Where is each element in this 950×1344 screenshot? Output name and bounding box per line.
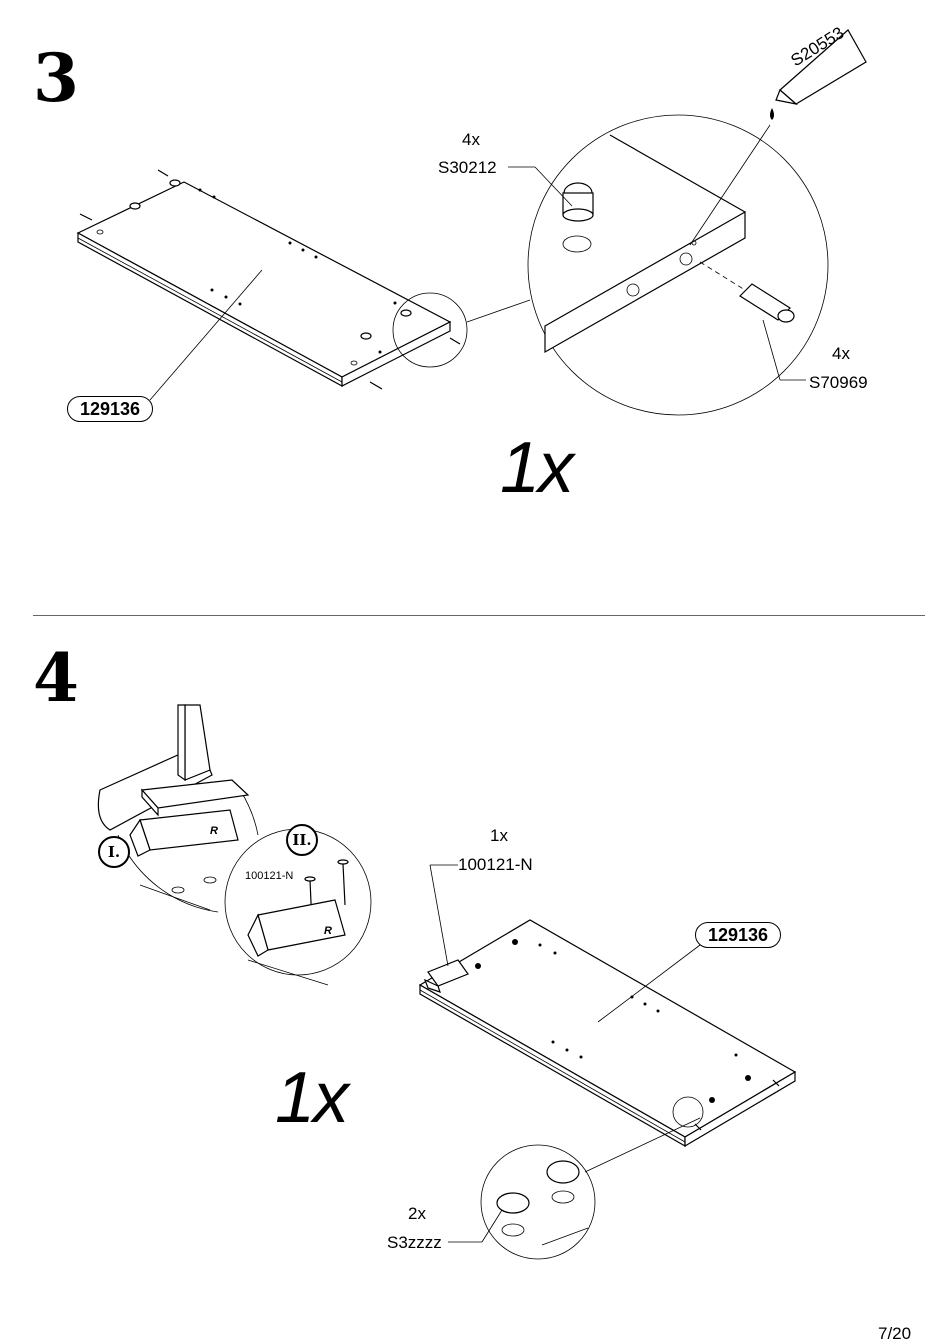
dowel-qty-label: 4x xyxy=(832,344,850,363)
step3-panel-drawing xyxy=(76,169,531,401)
cap-qty-label: 2x xyxy=(408,1204,426,1223)
step-divider xyxy=(33,615,925,616)
hinge-part-label: 100121-N xyxy=(458,855,533,874)
step3-zoom-detail xyxy=(508,29,867,416)
panel-part-badge: 129136 xyxy=(67,396,154,422)
hinge-qty-label: 1x xyxy=(490,826,508,845)
step4-hammer-detail xyxy=(97,704,259,913)
cam-part-label: S30212 xyxy=(438,158,497,177)
cap-part-label: S3zzzz xyxy=(387,1233,442,1252)
step-3-number: 3 xyxy=(33,39,79,117)
hinge-mark-one: R xyxy=(210,825,218,837)
hinge-mark-two: R xyxy=(324,925,332,937)
step4-panel-drawing xyxy=(418,864,797,1260)
cam-qty-label: 4x xyxy=(462,130,480,149)
dowel-part-label: S70969 xyxy=(809,373,868,392)
step-ii-badge: II. xyxy=(286,824,318,856)
step3-quantity: 1x xyxy=(500,428,574,508)
step-i-badge: I. xyxy=(98,836,130,868)
page-number: 7/20 xyxy=(878,1324,912,1343)
step4-quantity: 1x xyxy=(275,1058,349,1138)
step4-screw-detail xyxy=(224,828,372,986)
panel-part-badge-step4: 129136 xyxy=(695,922,782,948)
step-4-number: 4 xyxy=(33,639,79,717)
hinge-part-small-label: 100121-N xyxy=(245,870,294,882)
